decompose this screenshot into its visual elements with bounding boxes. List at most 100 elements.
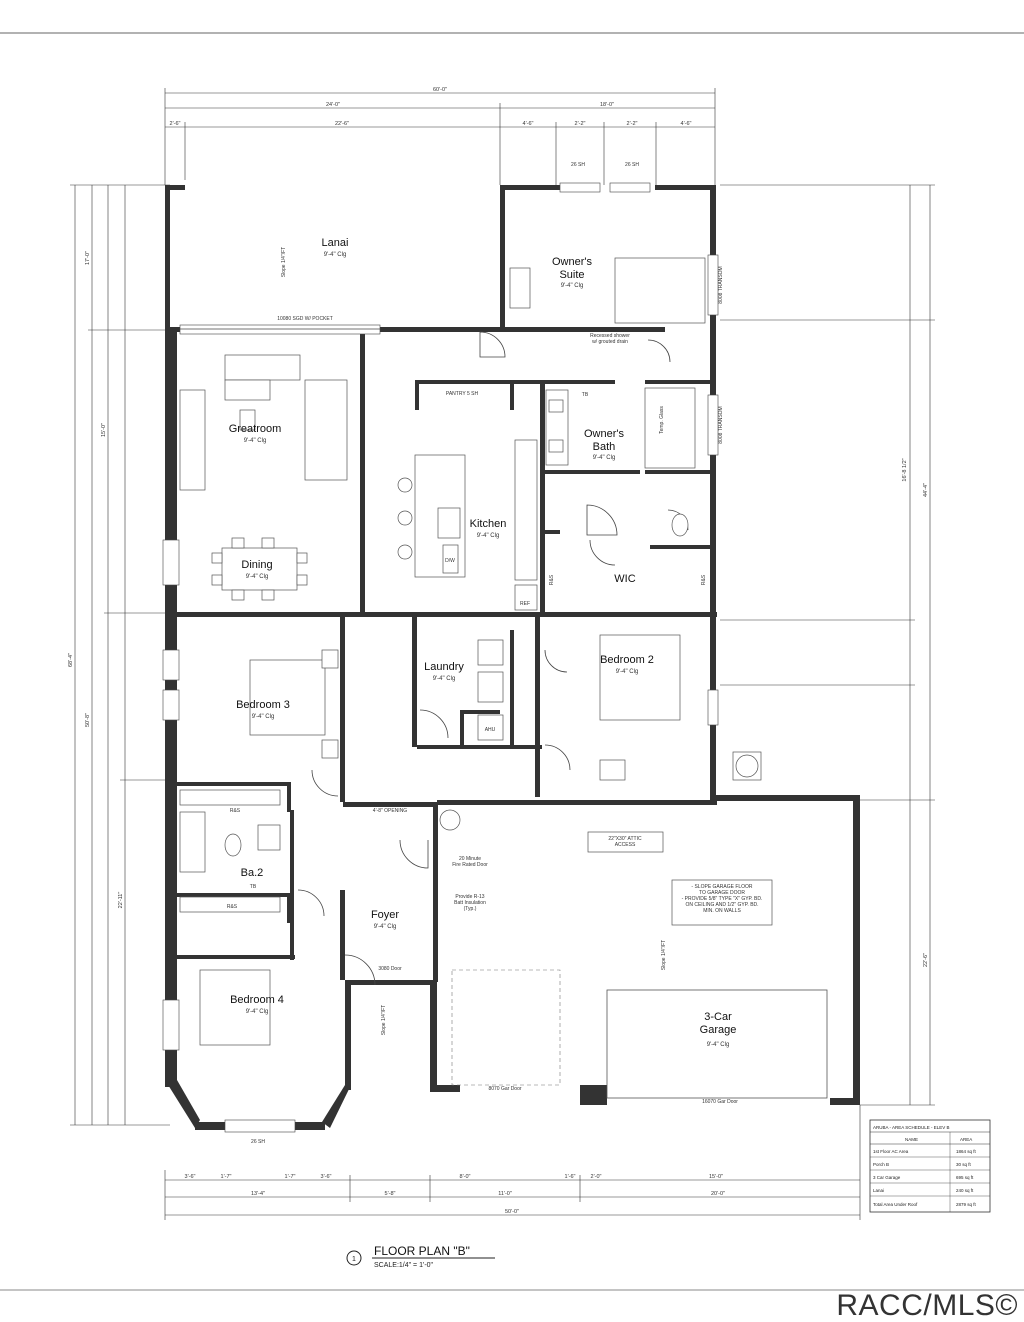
room-greatroom-clg: 9'-4" Clg (244, 438, 267, 444)
room-foyer-name: Foyer (371, 909, 399, 921)
note-pantry: PANTRY 5 SH (446, 391, 479, 397)
dim-top-a: 2'-6" (170, 121, 181, 127)
note-rs4: R&S (701, 574, 707, 585)
dim-top-f: 4'-6" (681, 121, 692, 127)
dim-left-a: 17'-0" (85, 251, 91, 265)
bottom-dimensions: 3'-6" 1'-7" 1'-7" 3'-6" 8'-0" 1'-6" 2'-0… (164, 1105, 861, 1220)
dim-right-b: 16'-8 1/2" (902, 458, 908, 481)
note-sh3: 26 SH (251, 1139, 265, 1145)
area-table-header-area: AREA (960, 1137, 972, 1142)
dishwasher-label: D/W (445, 558, 455, 564)
shower-line1: Recessed shower (590, 333, 630, 339)
dim-bot-h: 3'-6" (321, 1174, 332, 1180)
note-ref: REF (520, 601, 530, 607)
top-dimensions: 60'-0" 24'-0" 18'-0" 2'-6" 22'-6" 4'-6" … (164, 87, 716, 185)
room-dining-name: Dining (241, 559, 272, 571)
area-row-0-area: 1864 sq ft (956, 1149, 977, 1154)
dim-bot-a: 13'-4" (251, 1191, 265, 1197)
area-row-3-area: 240 sq ft (956, 1188, 974, 1193)
garage-door-2-label: 16070 Gar Door (702, 1099, 738, 1105)
area-row-0-name: 1st Floor AC Area (873, 1149, 909, 1154)
note-ahu: AHU (485, 727, 496, 733)
fire-door-line1: 20 Minute (459, 856, 481, 862)
dim-top-b: 22'-6" (335, 121, 349, 127)
garage-note-line3: - PROVIDE 5/8" TYPE "X" GYP. BD. (682, 896, 763, 902)
note-door-3080: 3080 Door (378, 966, 402, 972)
insulation-line3: (Typ.) (464, 906, 477, 912)
dim-bot-e: 3'-6" (185, 1174, 196, 1180)
dim-left-b: 50'-8" (85, 713, 91, 727)
dim-top-e: 2'-2" (627, 121, 638, 127)
dim-bot-i: 8'-0" (460, 1174, 471, 1180)
garage-line2: Garage (700, 1024, 737, 1036)
room-garage-clg: 9'-4" Clg (707, 1042, 730, 1048)
dim-left-d: 22'-11" (118, 892, 124, 909)
dim-bot-b: 5'-8" (385, 1191, 396, 1197)
door-swings (297, 331, 689, 986)
note-rs2: R&S (227, 904, 238, 910)
windows (162, 182, 719, 1133)
plan-title: FLOOR PLAN "B" (374, 1244, 470, 1258)
note-slope-lanai: Slope 1/4"/FT (281, 247, 287, 277)
dim-bot-c: 11'-0" (498, 1191, 512, 1197)
area-row-4-name: Total Area Under Roof (873, 1202, 918, 1207)
watermark: RACC/MLS© (836, 1289, 1018, 1322)
dim-top-total: 60'-0" (433, 87, 447, 93)
plan-notes: PANTRY 5 SH TB TB R&S R&S R&S R&S REF AH… (227, 162, 763, 1145)
owners-bath-line1: Owner's (584, 428, 624, 440)
room-bedroom2-name: Bedroom 2 (600, 654, 654, 666)
insulation-line1: Provide R-13 (455, 894, 484, 900)
note-transom1: 8008 TRANSOM (718, 266, 724, 303)
room-laundry-name: Laundry (424, 661, 464, 673)
room-kitchen-name: Kitchen (470, 518, 507, 530)
room-dining-clg: 9'-4" Clg (246, 574, 269, 580)
room-bedroom3-clg: 9'-4" Clg (252, 714, 275, 720)
owners-suite-line2: Suite (559, 269, 584, 281)
area-row-3-name: Lanai (873, 1188, 884, 1193)
room-bedroom2-clg: 9'-4" Clg (616, 669, 639, 675)
garage-note-line5: MIN. ON WALLS (703, 908, 741, 914)
plan-scale: SCALE:1/4" = 1'-0" (374, 1262, 434, 1269)
note-sh1: 26 SH (571, 162, 585, 168)
room-bedroom4-name: Bedroom 4 (230, 994, 284, 1006)
dim-top-c: 4'-6" (523, 121, 534, 127)
furniture: D/W (179, 257, 773, 1046)
note-slope-porch: Slope 1/4"/FT (381, 1005, 387, 1035)
plan-number: 1 (352, 1256, 356, 1263)
dim-left-total: 68'-4" (68, 653, 74, 667)
note-transom2: 8008 TRANSOM (718, 406, 724, 443)
area-row-2-name: 3 Car Garage (873, 1175, 901, 1180)
garage-line1: 3-Car (704, 1011, 732, 1023)
dim-right-a: 22'-6" (923, 953, 929, 967)
dim-top-left: 24'-0" (326, 102, 340, 108)
room-greatroom-name: Greatroom (229, 423, 282, 435)
room-owners-suite-clg: 9'-4" Clg (561, 283, 584, 289)
plan-title-block: 1 FLOOR PLAN "B" SCALE:1/4" = 1'-0" (346, 1244, 495, 1269)
garage-note-line2: TO GARAGE DOOR (699, 890, 745, 896)
insulation-line2: Batt Insulation (454, 900, 486, 906)
area-row-4-area: 2879 sq ft (956, 1202, 977, 1207)
area-table-header-name: NAME (905, 1137, 918, 1142)
dim-top-d: 2'-2" (575, 121, 586, 127)
room-foyer-clg: 9'-4" Clg (374, 924, 397, 930)
room-owners-bath-clg: 9'-4" Clg (593, 455, 616, 461)
dim-left-c: 15'-0" (101, 423, 107, 437)
fire-door-line2: Fire Rated Door (452, 862, 488, 868)
garage-note-line4: ON CEILING AND 1/2" GYP. BD. (685, 902, 758, 908)
garage-door-1-label: 8070 Gar Door (488, 1086, 521, 1092)
dim-bot-d: 20'-0" (711, 1191, 725, 1197)
room-lanai-name: Lanai (322, 237, 349, 249)
note-tb2: TB (250, 884, 257, 890)
right-dimensions: 44'-4" 22'-6" 16'-8 1/2" (720, 184, 935, 1106)
dim-bot-l: 15'-0" (709, 1174, 723, 1180)
owners-bath-line2: Bath (593, 441, 616, 453)
